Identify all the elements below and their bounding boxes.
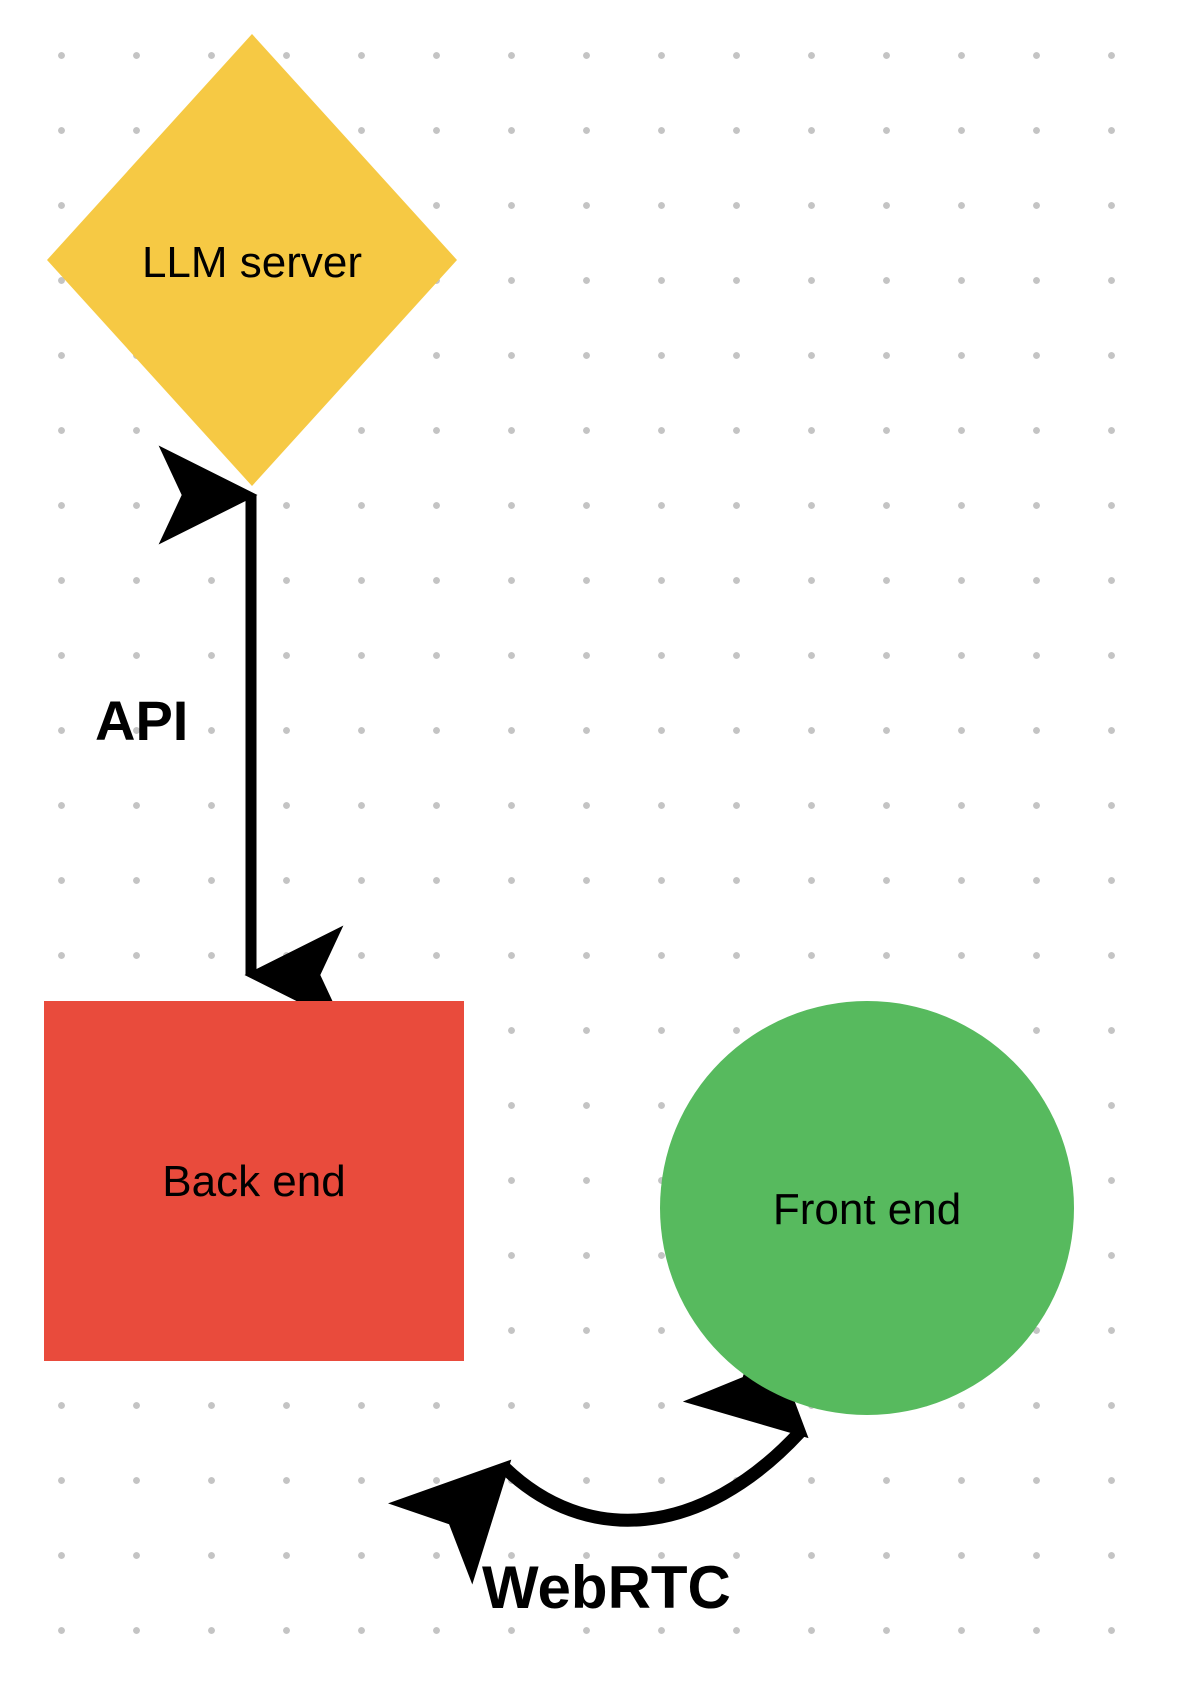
node-llm-server[interactable]: LLM server <box>47 34 457 486</box>
node-front-end[interactable]: Front end <box>660 1001 1074 1415</box>
rectangle-shape <box>44 1001 464 1361</box>
circle-shape <box>660 1001 1074 1415</box>
webrtc-connector <box>388 1315 809 1585</box>
node-back-end[interactable]: Back end <box>44 1001 464 1361</box>
diamond-shape <box>47 34 457 486</box>
edge-label-webrtc: WebRTC <box>482 1554 731 1621</box>
edge-label-api: API <box>95 689 189 752</box>
